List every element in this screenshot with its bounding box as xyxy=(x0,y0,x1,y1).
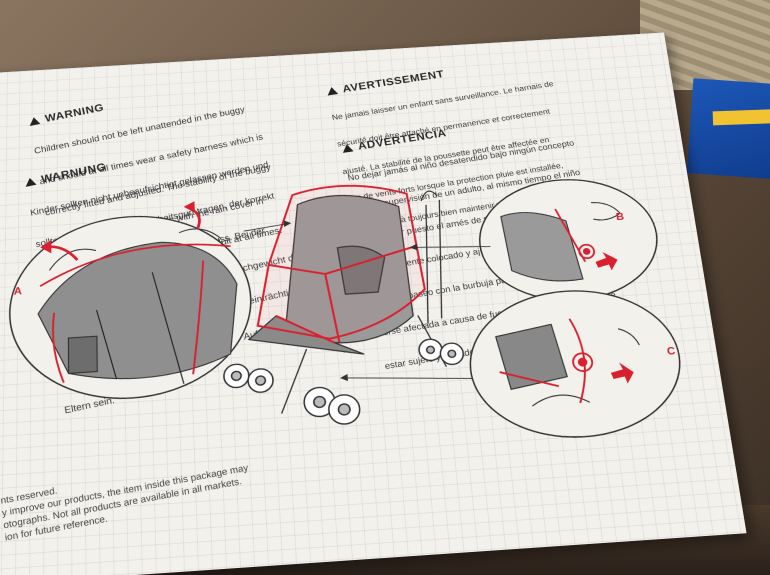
detail-a-drawing xyxy=(38,227,242,394)
book-stripe xyxy=(712,108,770,126)
label-c: C xyxy=(666,344,677,358)
label-b: B xyxy=(615,210,625,223)
stroller-illustration xyxy=(0,32,747,575)
label-a: A xyxy=(13,284,22,298)
detail-c-drawing xyxy=(495,319,647,408)
stroller-rain-cover xyxy=(251,181,429,347)
detail-b-drawing xyxy=(500,201,629,285)
arrow-a-right-head xyxy=(183,201,195,214)
background-blue-book xyxy=(686,78,770,181)
leader-arrow-head xyxy=(339,373,348,382)
instruction-sheet: WARNING Children should not be left unat… xyxy=(0,32,747,575)
detail-circle-c xyxy=(463,285,690,444)
